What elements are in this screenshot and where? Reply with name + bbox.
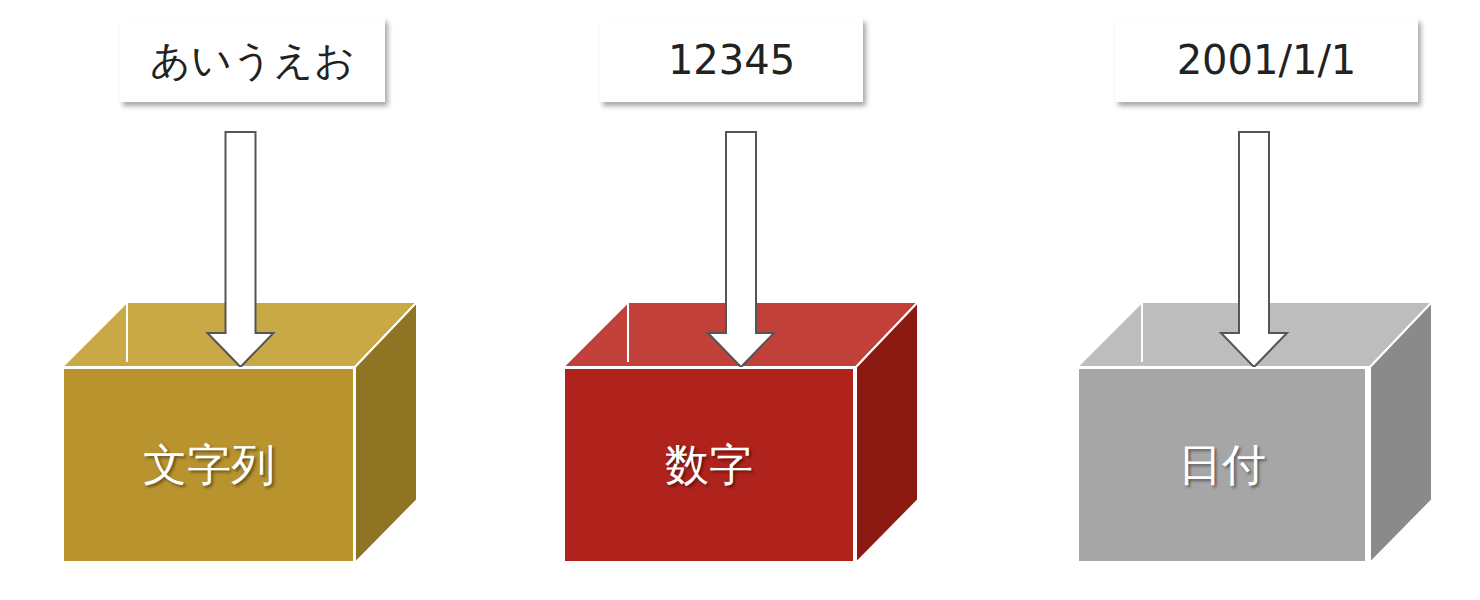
value-text: 12345 <box>668 37 795 83</box>
inner-edge <box>627 302 629 362</box>
block-arrow <box>208 132 274 367</box>
block-arrow <box>1221 132 1287 367</box>
value-box: 12345 <box>600 18 863 102</box>
value-box: あいうえお <box>120 18 385 102</box>
inner-edge <box>1141 302 1143 362</box>
type-box: 数字 <box>563 367 855 563</box>
type-box: 日付 <box>1077 367 1367 563</box>
box-side <box>1370 302 1432 563</box>
type-name: 日付 <box>1178 436 1266 495</box>
box-side <box>355 302 417 563</box>
type-box: 文字列 <box>62 367 355 563</box>
type-name: 数字 <box>665 436 753 495</box>
inner-edge <box>126 302 128 362</box>
value-text: 2001/1/1 <box>1177 37 1357 83</box>
type-name: 文字列 <box>143 436 275 495</box>
value-box: 2001/1/1 <box>1115 18 1418 102</box>
block-arrow <box>708 132 774 367</box>
box-side <box>856 302 918 563</box>
value-text: あいうえお <box>150 33 355 88</box>
